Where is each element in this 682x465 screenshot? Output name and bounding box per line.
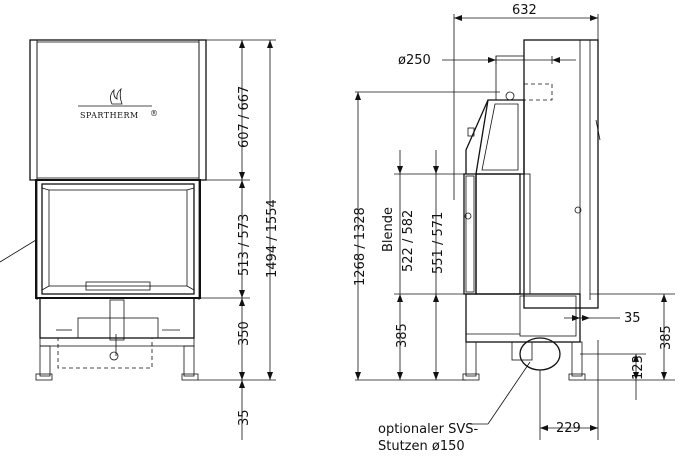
spartherm-logo: SPARTHERM ® — [78, 87, 159, 120]
dim-total: 1494 / 1554 — [265, 199, 280, 278]
dim-glass: 513 / 573 — [237, 214, 252, 276]
side-view: 632 ø250 1268 / 1328 Blende 522 / 582 55… — [353, 3, 675, 454]
svg-text:®: ® — [150, 109, 159, 118]
dim-opening: 551 / 571 — [431, 212, 446, 274]
front-view: SPARTHERM ® — [0, 39, 280, 440]
label-blende: Blende — [381, 207, 396, 252]
svs-caption-line1: optionaler SVS- — [378, 422, 479, 437]
dim-bottom-left: 385 — [395, 323, 410, 348]
dim-flue: ø250 — [398, 53, 431, 68]
logo-text: SPARTHERM — [80, 111, 139, 120]
dim-door-upper: 607 / 667 — [237, 86, 252, 148]
dim-base: 350 — [237, 321, 252, 346]
dim-right-total: 385 — [659, 325, 674, 350]
dim-depth: 632 — [512, 3, 537, 18]
dim-feet: 35 — [237, 409, 252, 426]
dim-right-gap: 35 — [624, 311, 641, 326]
dim-svs-offset: 229 — [556, 421, 581, 436]
dim-svs-height: 123 — [631, 355, 646, 380]
dim-blende: 522 / 582 — [401, 210, 416, 272]
dim-height-left: 1268 / 1328 — [353, 207, 368, 286]
svs-caption-line2: Stutzen ø150 — [378, 439, 465, 454]
